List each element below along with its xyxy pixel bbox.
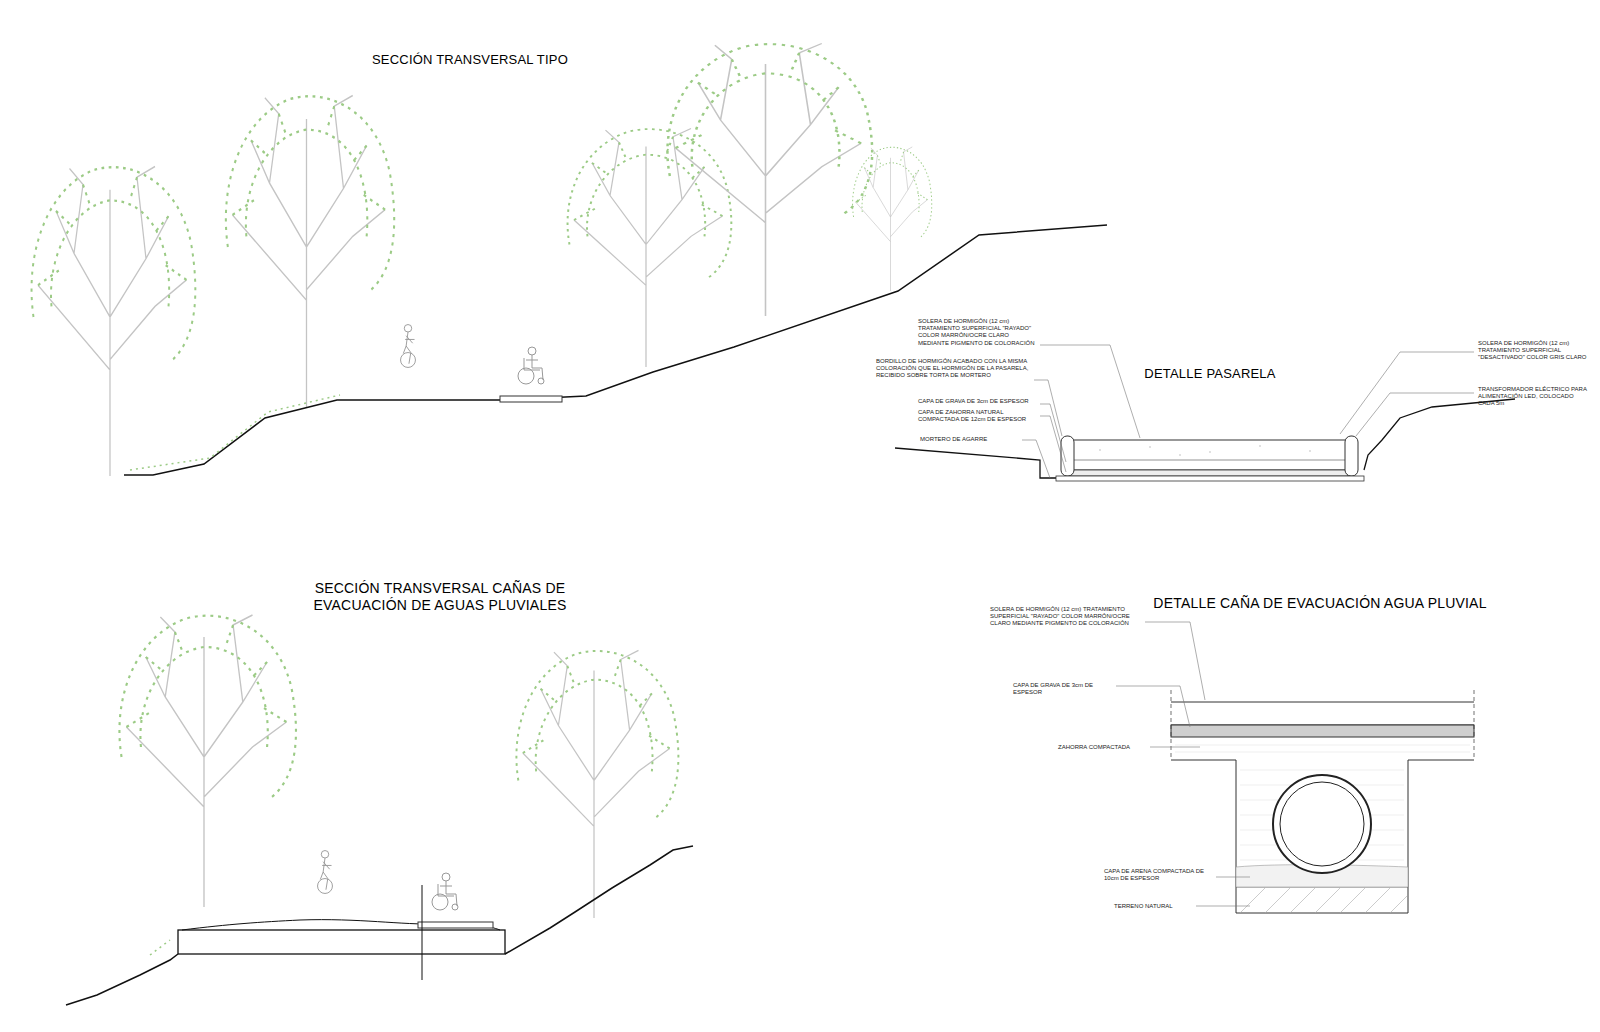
annotation-note: CAPA DE ZAHORRA NATURAL COMPACTADA DE 12… [918,409,1038,423]
annotation-note: TRANSFORMADOR ELÉCTRICO PARA ALIMENTACIÓ… [1478,386,1588,408]
annotation-note: CAPA DE GRAVA DE 3cm DE ESPESOR [1013,682,1113,696]
annotation-note: MORTERO DE AGARRE [920,436,1020,443]
annotation-note: CAPA DE GRAVA DE 3cm DE ESPESOR [918,398,1038,405]
annotation-note: SOLERA DE HORMIGÓN (12 cm) TRATAMIENTO S… [1478,340,1593,362]
annotation-note: CAPA DE ARENA COMPACTADA DE 10cm DE ESPE… [1104,868,1214,882]
section-heading: DETALLE CAÑA DE EVACUACIÓN AGUA PLUVIAL [1130,595,1510,612]
annotation-note: ZAHORRA COMPACTADA [1058,744,1148,751]
annotation-note: SOLERA DE HORMIGÓN (12 cm) TRATAMIENTO S… [918,318,1038,347]
annotation-note: SOLERA DE HORMIGÓN (12 cm) TRATAMIENTO S… [990,606,1142,628]
section-heading: SECCIÓN TRANSVERSAL TIPO [330,52,610,68]
annotation-note: TERRENO NATURAL [1114,903,1194,910]
section-heading: SECCIÓN TRANSVERSAL CAÑAS DE EVACUACIÓN … [285,580,595,614]
annotation-note: BORDILLO DE HORMIGÓN ACABADO CON LA MISM… [876,358,1032,380]
section-heading: DETALLE PASARELA [1130,366,1290,382]
